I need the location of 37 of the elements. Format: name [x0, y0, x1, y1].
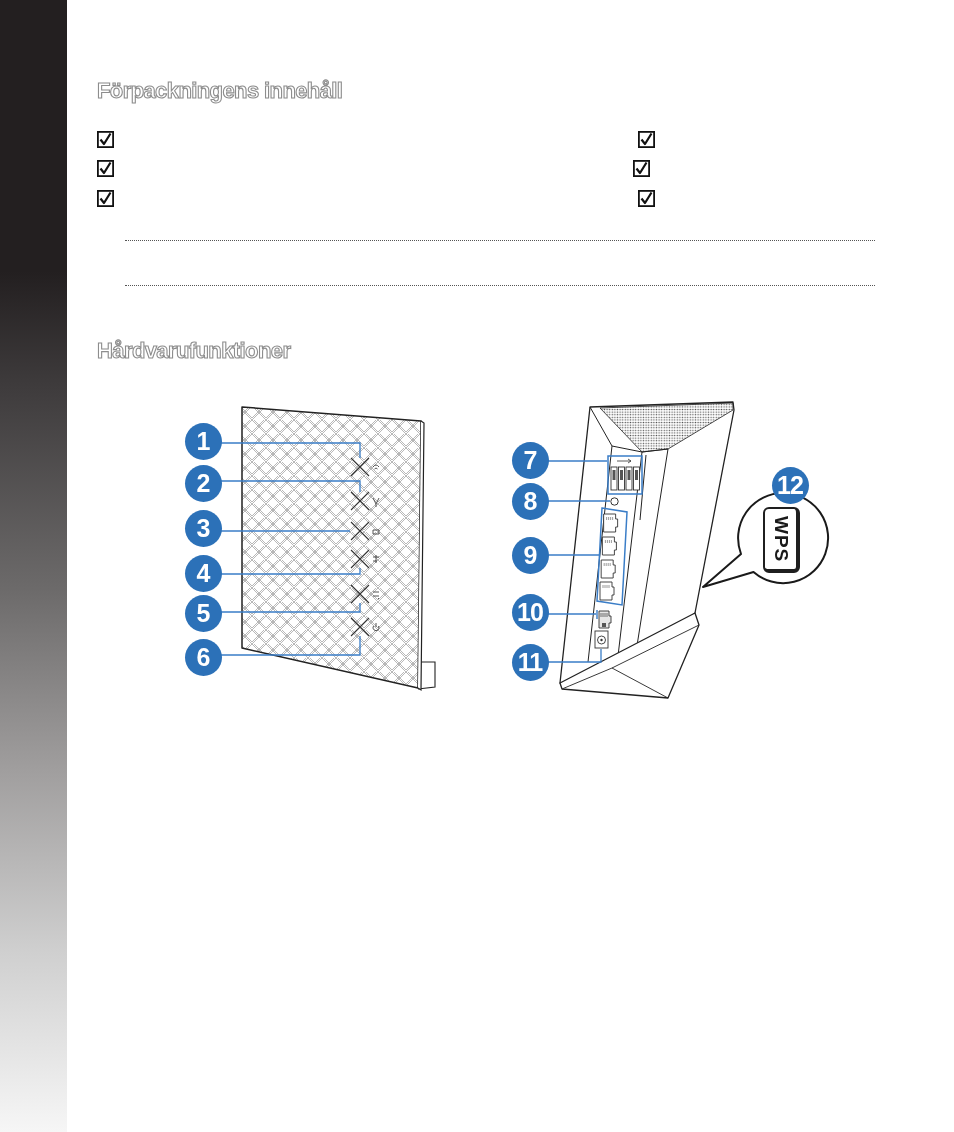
callout-number: 12 — [771, 466, 809, 504]
callout-number: 7 — [511, 441, 549, 479]
led-indicator-icon — [350, 585, 380, 603]
callout-number: 5 — [184, 594, 222, 632]
leader-line — [220, 442, 361, 459]
leader-line — [547, 460, 608, 462]
leader-line — [547, 648, 602, 663]
leader-line — [220, 530, 351, 532]
callout-number: 2 — [184, 464, 222, 502]
lan-ports-frame — [597, 507, 628, 606]
led-indicator-icon — [350, 618, 380, 636]
leader-line — [547, 500, 611, 502]
callout-number: 6 — [184, 638, 222, 676]
power-jack-icon — [594, 630, 609, 649]
callout-number: 1 — [184, 422, 222, 460]
led-indicator-icon — [350, 492, 380, 510]
led-indicator-icon — [350, 522, 380, 540]
leader-line — [220, 567, 361, 575]
usb-ports-frame — [607, 455, 643, 495]
callout-number: 10 — [511, 593, 549, 631]
leader-line — [220, 480, 361, 493]
wps-button: WPS — [763, 507, 800, 573]
led-indicator-icon — [350, 550, 380, 568]
section-heading: Förpackningens innehåll — [97, 78, 343, 104]
leader-line — [547, 613, 597, 615]
reset-button-icon — [610, 497, 619, 506]
led-indicator-icon — [350, 458, 380, 476]
section-heading: Hårdvarufunktioner — [97, 338, 291, 364]
callout-number: 9 — [511, 536, 549, 574]
leader-line — [220, 602, 361, 613]
leader-line — [547, 554, 600, 556]
leader-line — [220, 635, 361, 656]
callout-number: 4 — [184, 554, 222, 592]
ethernet-port-icon — [596, 609, 612, 629]
callout-number: 11 — [511, 643, 549, 681]
callout-number: 3 — [184, 509, 222, 547]
callout-number: 8 — [511, 482, 549, 520]
